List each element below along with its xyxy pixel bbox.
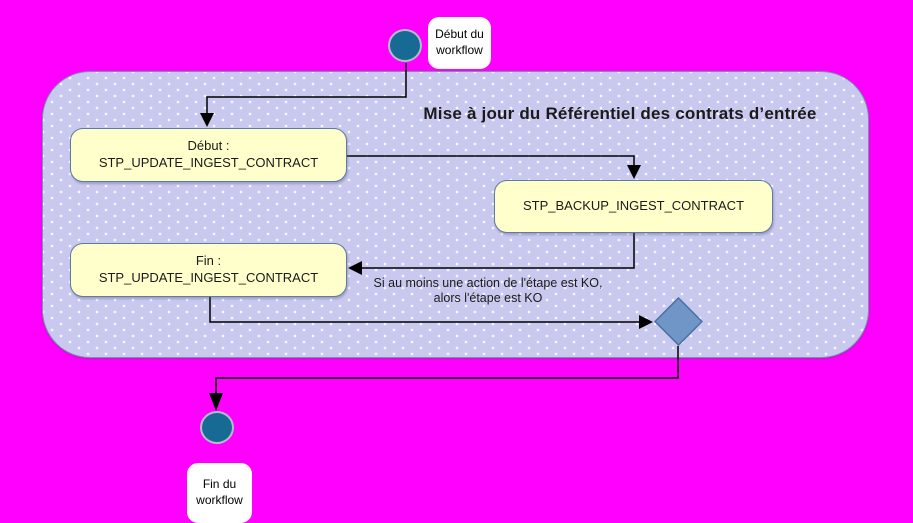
end-node-label: Fin du workflow (187, 463, 252, 523)
task-node-step-begin: Début : STP_UPDATE_INGEST_CONTRACT (70, 128, 347, 182)
start-node-label: Début du workflow (428, 17, 491, 69)
decision-diamond-icon (654, 297, 703, 346)
end-node-icon (200, 411, 234, 444)
workflow-title: Mise à jour du Référentiel des contrats … (423, 104, 817, 123)
condition-annotation-line2: alors l'étape est KO (433, 291, 543, 306)
task-node-line1: Début : (187, 138, 230, 154)
task-node-line2: STP_UPDATE_INGEST_CONTRACT (98, 270, 319, 285)
task-node-line1: Fin : (195, 253, 222, 269)
task-node-step-end: Fin : STP_UPDATE_INGEST_CONTRACT (70, 243, 347, 297)
start-node-icon (388, 29, 422, 62)
condition-annotation-line1: Si au moins une action de l'étape est KO… (373, 276, 603, 290)
task-node-line2: STP_UPDATE_INGEST_CONTRACT (98, 155, 319, 170)
task-node-line1: STP_BACKUP_INGEST_CONTRACT (522, 198, 745, 214)
task-node-backup: STP_BACKUP_INGEST_CONTRACT (494, 180, 773, 233)
end-label-line2: workflow (196, 493, 243, 507)
condition-annotation: Si au moins une action de l'étape est KO… (358, 276, 618, 307)
start-label-line2: workflow (436, 43, 483, 57)
arrowhead-down-icon (209, 393, 223, 411)
end-label-line1: Fin du (202, 477, 237, 492)
start-label-line1: Début du (435, 27, 484, 42)
